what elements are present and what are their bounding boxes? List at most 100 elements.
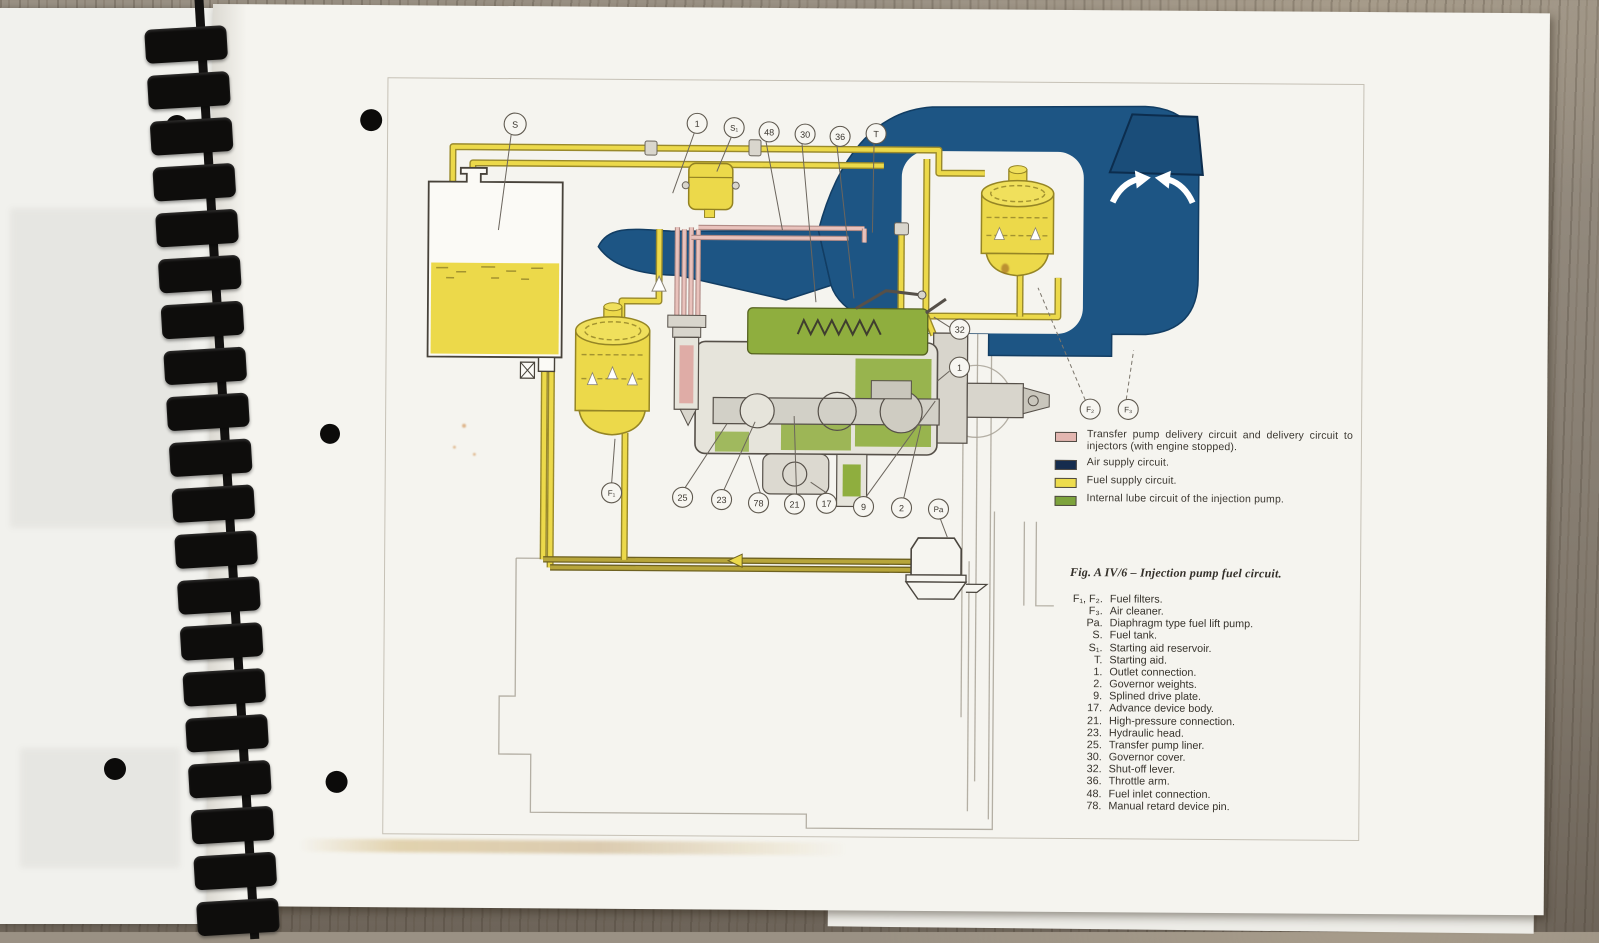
svg-text:F₃: F₃ [1124, 405, 1132, 414]
legend-item: Air supply circuit. [1054, 456, 1353, 472]
svg-text:S₁: S₁ [730, 124, 738, 133]
legend-swatch-lube [1054, 495, 1077, 507]
parts-list-item: 78.Manual retard device pin. [1064, 800, 1344, 814]
svg-text:2: 2 [899, 503, 904, 513]
callout-30: 30 [794, 123, 816, 145]
legend-label: Fuel supply circuit. [1086, 474, 1177, 487]
parts-list: F₁, F₂.Fuel filters. F₃.Air cleaner. Pa.… [1064, 593, 1346, 814]
fuel-circuit-diagram: S 1 S₁ 48 30 36 T 32 1 F₂ F₃ F₁ 25 23 78… [426, 105, 1204, 831]
part-key: S₁. [1088, 641, 1103, 654]
svg-text:Pa: Pa [934, 505, 944, 514]
flow-arrow [651, 274, 667, 292]
svg-text:1: 1 [957, 363, 962, 373]
pipe-fittings [644, 139, 909, 236]
part-key: T. [1093, 653, 1103, 667]
binding-tooth [144, 25, 229, 64]
binding-tooth [176, 576, 261, 615]
legend: Transfer pump delivery circuit and deliv… [1054, 428, 1354, 513]
callout-25: 25 [672, 486, 694, 508]
callout-S: S [503, 112, 527, 136]
binding-tooth [196, 897, 280, 937]
binding-tooth [171, 484, 256, 524]
callout-T: T [865, 123, 887, 145]
fuel-tap [519, 361, 536, 379]
svg-text:1: 1 [695, 119, 700, 129]
flow-arrow [726, 553, 743, 568]
svg-text:9: 9 [861, 502, 866, 512]
punch-hole [104, 758, 126, 780]
manual-page: S 1 S₁ 48 30 36 T 32 1 F₂ F₃ F₁ 25 23 78… [206, 4, 1550, 916]
part-key: Pa. [1086, 617, 1103, 630]
binding-tooth [152, 162, 237, 202]
stain [299, 838, 848, 856]
binding-tooth [174, 530, 259, 570]
fuel-filter-1 [574, 302, 651, 436]
svg-text:78: 78 [753, 498, 763, 508]
svg-text:T: T [873, 129, 879, 139]
stain [462, 423, 467, 428]
ghost-print [20, 748, 180, 868]
svg-text:F₁: F₁ [608, 489, 616, 498]
part-key: 48. [1086, 787, 1102, 800]
callout-78: 78 [747, 492, 770, 514]
binding-tooth [146, 71, 231, 110]
callout-F3: F₃ [1117, 398, 1139, 420]
legend-item: Transfer pump delivery circuit and deliv… [1054, 428, 1354, 454]
svg-text:25: 25 [678, 493, 688, 503]
injector [667, 314, 707, 427]
air-inlet-trapezoid [1108, 113, 1204, 176]
callout-leaders [497, 133, 1135, 538]
binding-tooth [157, 254, 242, 294]
callout-1: 1 [686, 112, 708, 134]
air-flow-arrow [1154, 170, 1196, 205]
fuel-level-dashes [436, 266, 544, 280]
svg-text:30: 30 [800, 130, 810, 140]
svg-text:36: 36 [835, 132, 845, 142]
throttle-arm [855, 289, 923, 310]
stain [472, 452, 476, 456]
binding-tooth [185, 713, 269, 753]
injection-pump [667, 289, 1050, 508]
part-key: 1. [1093, 666, 1103, 679]
callout-S1: S₁ [723, 117, 745, 139]
callout-48: 48 [758, 121, 780, 143]
callout-9: 9 [852, 496, 875, 518]
legend-item: Fuel supply circuit. [1054, 474, 1353, 490]
callout-Pa: Pa [927, 498, 950, 520]
part-key: 21. [1086, 714, 1103, 727]
part-key: 30. [1086, 751, 1102, 764]
binding-tooth [160, 300, 245, 340]
svg-text:23: 23 [717, 495, 727, 505]
binding-tooth [190, 805, 275, 845]
callout-2: 2 [890, 497, 913, 519]
callout-17: 17 [815, 492, 838, 514]
legend-swatch-air [1054, 459, 1077, 471]
callout-23: 23 [711, 489, 733, 511]
punch-hole [360, 109, 383, 132]
callout-1b: 1 [948, 356, 971, 378]
binding-tooth [163, 346, 248, 386]
drive-shaft [966, 382, 1050, 419]
svg-text:48: 48 [764, 127, 774, 137]
legend-label: Transfer pump delivery circuit and deliv… [1086, 428, 1354, 453]
part-key: 2. [1093, 678, 1103, 691]
binding-tooth [182, 667, 267, 707]
svg-text:S: S [512, 120, 518, 130]
governor-spring [796, 317, 882, 337]
part-key: 23. [1086, 726, 1102, 739]
callout-F1: F₁ [601, 482, 623, 504]
figure-caption: Fig. A IV/6 – Injection pump fuel circui… [1070, 564, 1282, 581]
part-key: 9. [1093, 690, 1103, 703]
legend-item: Internal lube circuit of the injection p… [1054, 492, 1353, 508]
binding-tooth [168, 438, 253, 478]
stain [1001, 263, 1010, 274]
part-key: 78. [1086, 799, 1102, 812]
svg-text:21: 21 [789, 500, 799, 510]
part-key: 25. [1086, 738, 1102, 752]
callout-21: 21 [783, 493, 806, 515]
legend-label: Internal lube circuit of the injection p… [1086, 492, 1285, 506]
binding-tooth [193, 851, 278, 891]
part-key: 17. [1087, 702, 1103, 715]
callout-F2: F₂ [1079, 398, 1101, 420]
starting-aid-reservoir [681, 162, 740, 219]
